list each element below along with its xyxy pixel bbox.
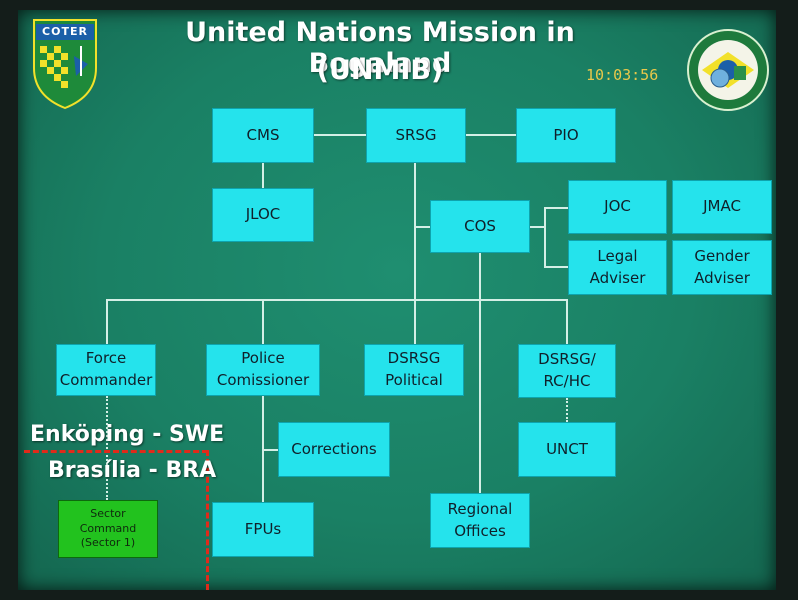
node-jmac: JMAC bbox=[672, 180, 772, 234]
node-cms: CMS bbox=[212, 108, 314, 163]
location-label-bra: Brasília - BRA bbox=[48, 458, 217, 483]
connector-dsrsg-unct bbox=[566, 398, 568, 422]
connector-cms-jloc bbox=[262, 163, 264, 188]
connector-dsrsg-rc-drop bbox=[566, 299, 568, 344]
coter-logo-text: COTER bbox=[42, 25, 88, 38]
node-srsg: SRSG bbox=[366, 108, 466, 163]
connector-force-sector bbox=[106, 396, 108, 500]
coter-shield-icon bbox=[33, 19, 97, 110]
connector-force-drop bbox=[106, 299, 108, 344]
connector-cms-srsg bbox=[314, 134, 366, 136]
node-gender-adviser: Gender Adviser bbox=[672, 240, 772, 295]
page-subtitle: (UNMIB) bbox=[316, 55, 444, 86]
node-legal-adviser: Legal Adviser bbox=[568, 240, 667, 295]
node-jloc: JLOC bbox=[212, 188, 314, 242]
connector-police-drop bbox=[262, 299, 264, 344]
connector-main-bus bbox=[106, 299, 568, 301]
connector-police-corrections bbox=[262, 449, 278, 451]
connector-dsrsg-pol-drop bbox=[414, 299, 416, 344]
node-police-comissioner: Police Comissioner bbox=[206, 344, 320, 396]
node-dsrsg-political: DSRSG Political bbox=[364, 344, 464, 396]
connector-adviser-spine bbox=[544, 207, 546, 267]
node-corrections: Corrections bbox=[278, 422, 390, 477]
clock-readout: 10:03:56 bbox=[586, 66, 659, 84]
connector-legal bbox=[544, 266, 568, 268]
node-pio: PIO bbox=[516, 108, 616, 163]
connector-cos-regional bbox=[479, 253, 481, 493]
brazilian-army-seal-icon bbox=[687, 29, 769, 111]
connector-srsg-cos bbox=[414, 226, 430, 228]
node-regional-offices: Regional Offices bbox=[430, 493, 530, 548]
connector-cos-advisers bbox=[530, 226, 544, 228]
node-unct: UNCT bbox=[518, 422, 616, 477]
node-force-commander: Force Commander bbox=[56, 344, 156, 396]
node-cos: COS bbox=[430, 200, 530, 253]
node-fpus: FPUs bbox=[212, 502, 314, 557]
node-sector-command: Sector Command (Sector 1) bbox=[58, 500, 158, 558]
connector-joc bbox=[544, 207, 568, 209]
boundary-line-horizontal bbox=[24, 450, 208, 453]
node-joc: JOC bbox=[568, 180, 667, 234]
connector-srsg-trunk bbox=[414, 163, 416, 300]
node-dsrsg-rc-hc: DSRSG/ RC/HC bbox=[518, 344, 616, 398]
boundary-line-vertical bbox=[206, 450, 209, 590]
connector-srsg-pio bbox=[466, 134, 516, 136]
page-title: United Nations Mission in Bogaland bbox=[185, 17, 575, 79]
location-label-swe: Enköping - SWE bbox=[30, 422, 225, 447]
